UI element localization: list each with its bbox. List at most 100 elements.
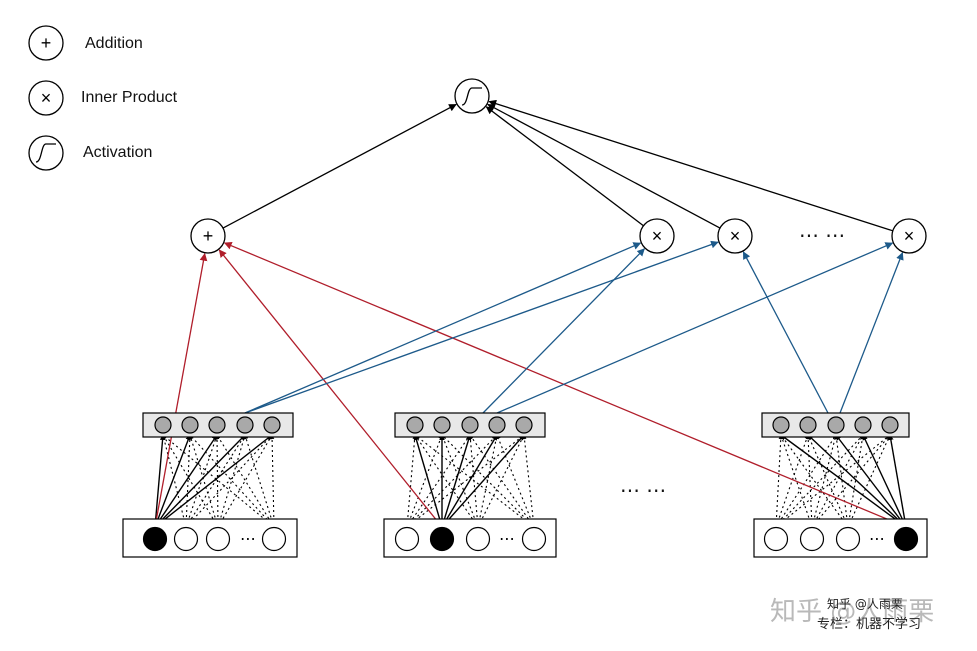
inactive-input-embedding-edge <box>414 434 535 528</box>
legend-activation-label: Activation <box>83 144 152 161</box>
legend-addition-label: Addition <box>85 35 143 52</box>
inactive-input-embedding-edge <box>522 434 535 528</box>
watermark-line1: 知乎 @人雨栗 <box>827 597 903 611</box>
embedding-unit <box>181 416 199 434</box>
embedding-unit <box>488 416 506 434</box>
legend-activation: Activation <box>28 135 152 171</box>
inner-product-circle <box>891 218 927 254</box>
embedding-unit <box>433 416 451 434</box>
input-ellipsis-2: ⋯ <box>499 531 515 548</box>
embedding-unit <box>406 416 424 434</box>
inner-product-circle <box>717 218 753 254</box>
embedding-unit <box>263 416 281 434</box>
embedding-unit <box>854 416 872 434</box>
inactive-input-embedding-edge <box>775 434 837 528</box>
inner-product-node-2: × <box>717 218 753 254</box>
edges <box>154 99 907 528</box>
inactive-input-embedding-edge <box>807 434 849 528</box>
inactive-input-embedding-edge <box>162 434 219 528</box>
inner-product-ellipsis: ⋯ ⋯ <box>799 223 845 247</box>
input-unit <box>763 526 789 552</box>
inner-product-circle <box>639 218 675 254</box>
embedding-layer <box>142 412 910 438</box>
to-activation-edge <box>487 103 721 229</box>
inactive-input-embedding-edge <box>406 434 471 528</box>
inner-product-node-3: × <box>891 218 927 254</box>
first-order-edge <box>218 249 443 528</box>
active-input-embedding-edge <box>154 434 218 528</box>
inactive-input-embedding-edge <box>162 434 275 528</box>
embedding-unit <box>236 416 254 434</box>
times-icon: × <box>904 226 915 246</box>
plus-icon: + <box>41 33 52 53</box>
embedding-unit <box>461 416 479 434</box>
inactive-input-embedding-edge <box>811 434 891 528</box>
active-input-embedding-edge <box>413 434 443 528</box>
embedding-to-product-edge <box>482 248 645 414</box>
watermark-line2: 专栏：机器不学习 <box>817 616 921 632</box>
inactive-input-embedding-edge <box>441 434 479 528</box>
inactive-input-embedding-edge <box>189 434 219 528</box>
watermark: 知乎 @人雨栗 知乎 @人雨栗 专栏：机器不学习 <box>770 597 934 632</box>
inactive-input-embedding-edge <box>189 434 275 528</box>
inactive-input-embedding-edge <box>269 434 275 528</box>
times-icon: × <box>41 88 52 108</box>
inactive-input-embedding-edge <box>216 434 275 528</box>
embedding-to-product-edge <box>496 242 894 414</box>
active-input-embedding-edge <box>835 434 907 528</box>
inactive-input-embedding-edge <box>847 434 891 528</box>
input-unit <box>799 526 825 552</box>
embedding-unit <box>154 416 172 434</box>
inactive-input-embedding-edge <box>496 434 535 528</box>
sigmoid-curve-icon <box>461 87 482 106</box>
inactive-input-embedding-edge <box>185 434 193 528</box>
inactive-input-embedding-edge <box>834 434 849 528</box>
input-layer: ⋯ ⋯ ⋯ <box>122 518 928 558</box>
embedding-unit <box>772 416 790 434</box>
legend-inner-product: × Inner Product <box>28 80 178 116</box>
inactive-input-embedding-edge <box>477 434 525 528</box>
inner-product-legend-circle <box>28 80 64 116</box>
output-activation-node <box>454 78 490 114</box>
embedding-unit <box>515 416 533 434</box>
times-icon: × <box>652 226 663 246</box>
inactive-input-embedding-edge <box>185 434 218 528</box>
active-input-embedding-edge <box>441 434 498 528</box>
to-activation-edge <box>222 103 457 229</box>
input-unit <box>173 526 199 552</box>
legend-addition: + Addition <box>28 25 143 61</box>
activation-legend-circle <box>28 135 64 171</box>
watermark-big: 知乎 @人雨栗 <box>770 597 934 627</box>
embedding-to-product-edge <box>742 251 829 414</box>
to-activation-edge <box>488 99 894 232</box>
active-input-unit <box>893 526 919 552</box>
field-ellipsis: ⋯ ⋯ <box>620 478 666 502</box>
active-input-embedding-edge <box>862 434 907 528</box>
inactive-input-embedding-edge <box>185 434 273 528</box>
inactive-input-embedding-edge <box>847 434 865 528</box>
inactive-input-embedding-edge <box>441 434 535 528</box>
inactive-input-embedding-edge <box>775 434 783 528</box>
active-input-embedding-edge <box>441 434 472 528</box>
input-unit <box>205 526 231 552</box>
legend: + Addition × Inner Product Activation <box>28 25 178 171</box>
embedding-unit <box>881 416 899 434</box>
inactive-input-embedding-edge <box>185 434 246 528</box>
inactive-input-embedding-edge <box>406 434 443 528</box>
input-unit <box>835 526 861 552</box>
inactive-input-embedding-edge <box>780 434 813 528</box>
input-unit <box>261 526 287 552</box>
active-input-embedding-edge <box>441 434 525 528</box>
first-order-edge <box>223 242 907 528</box>
active-input-unit <box>142 526 168 552</box>
inactive-input-embedding-edge <box>406 434 498 528</box>
to-activation-edge <box>485 106 644 227</box>
embedding-unit <box>208 416 226 434</box>
active-input-embedding-edge <box>154 434 246 528</box>
active-input-embedding-edge <box>154 434 166 528</box>
first-order-edge <box>154 252 208 528</box>
times-icon: × <box>730 226 741 246</box>
plus-icon: + <box>203 226 214 246</box>
inactive-input-embedding-edge <box>217 434 246 528</box>
